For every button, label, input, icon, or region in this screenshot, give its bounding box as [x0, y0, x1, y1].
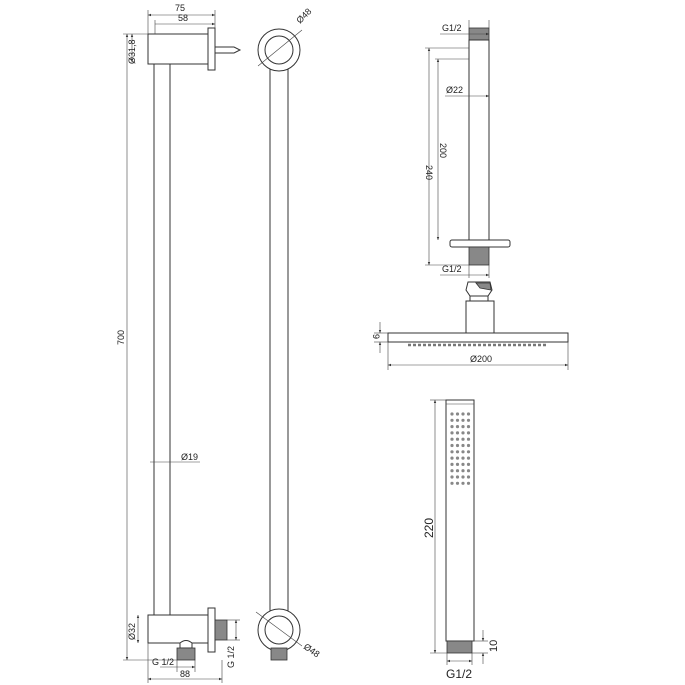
dim-side-top-diameter: Ø48 — [294, 6, 313, 25]
nozzle-dot — [450, 456, 454, 460]
shower-head: 9 Ø200 — [371, 281, 569, 370]
hand-shower: 220 10 G1/2 — [422, 399, 500, 681]
dim-side-bottom-diameter: Ø48 — [302, 641, 322, 659]
bottom-outlet-thread — [176, 647, 196, 661]
nozzle-dot — [455, 418, 460, 422]
nozzle-dot — [455, 425, 460, 429]
nozzle-dot — [466, 456, 471, 460]
nozzle-dot — [461, 431, 465, 435]
nozzle-dot — [455, 462, 460, 466]
dim-top-diameter: Ø31,8 — [127, 39, 137, 64]
nozzle-dot — [455, 456, 460, 460]
dim-700: 700 — [116, 330, 126, 345]
dim-hand-thread-length: 10 — [488, 640, 500, 652]
dim-88: 88 — [180, 669, 190, 679]
nozzle-dot — [450, 450, 454, 454]
nozzle-dot — [455, 450, 460, 454]
nozzle-dot — [461, 437, 465, 441]
nozzle-dot — [461, 412, 465, 416]
shower-arm: G1/2 240 200 Ø22 G1/2 — [424, 20, 511, 278]
dim-arm-top-thread: G1/2 — [442, 23, 462, 33]
top-bracket — [147, 33, 209, 65]
nozzle-dot — [450, 443, 454, 448]
nozzle-dot — [466, 481, 471, 485]
dim-bottom-diameter: Ø32 — [127, 623, 137, 640]
dim-arm-240: 240 — [424, 165, 434, 180]
dim-head-thickness: 9 — [371, 334, 381, 339]
nozzle-dot — [466, 475, 471, 479]
dim-58: 58 — [178, 13, 188, 23]
dim-tube-diameter: Ø19 — [181, 452, 198, 462]
nozzle-dot — [461, 418, 465, 422]
nozzle-dot — [455, 431, 460, 435]
nozzle-dot — [461, 481, 465, 485]
nozzle-dot — [455, 437, 460, 441]
nozzle-dot — [450, 412, 454, 416]
dim-side-outlet: G 1/2 — [226, 646, 236, 668]
nozzle-dot — [461, 450, 465, 454]
dim-arm-200: 200 — [438, 143, 448, 158]
dim-arm-diameter: Ø22 — [446, 85, 463, 95]
nozzle-dot — [450, 437, 454, 441]
nozzle-dot — [455, 475, 460, 479]
nozzle-dot — [461, 456, 465, 460]
nozzle-dot — [466, 425, 471, 429]
nozzle-dot — [466, 418, 471, 422]
dim-hand-thread: G1/2 — [446, 667, 472, 681]
top-flange — [207, 27, 216, 71]
nozzle-dot — [450, 481, 454, 485]
dim-head-diameter: Ø200 — [470, 354, 492, 364]
bottom-flange — [207, 607, 216, 653]
nozzle-dot — [455, 443, 460, 448]
nozzle-dot — [455, 412, 460, 416]
nozzle-dot — [461, 475, 465, 479]
nozzle-dot — [466, 431, 471, 435]
nozzle-dot — [461, 443, 465, 448]
nozzle-dot — [466, 443, 471, 448]
slide-rail-side-view: Ø48 Ø48 — [255, 6, 322, 661]
nozzle-dot — [466, 450, 471, 454]
nozzle-dot — [450, 469, 454, 473]
nozzle-dot — [450, 418, 454, 422]
nozzle-dot — [461, 425, 465, 429]
nozzle-dot — [466, 469, 471, 473]
side-outlet-thread — [214, 619, 228, 641]
dim-hand-length: 220 — [422, 518, 436, 538]
nozzle-dot — [455, 481, 460, 485]
nozzle-dot — [466, 437, 471, 441]
nozzle-dot — [450, 425, 454, 429]
dim-75: 75 — [175, 3, 185, 13]
nozzle-dot — [466, 462, 471, 466]
rail-dimensions: 75 58 700 Ø31,8 Ø19 Ø32 G 1/2 88 G 1/2 — [116, 3, 240, 683]
wall-pin — [214, 46, 242, 54]
nozzle-dot — [450, 431, 454, 435]
dim-bottom-outlet: G 1/2 — [152, 657, 174, 667]
slide-rail-front-view — [147, 27, 242, 661]
rail-tube — [153, 61, 171, 621]
nozzle-dot — [466, 412, 471, 416]
spray-nozzles — [450, 412, 471, 485]
nozzle-dot — [450, 462, 454, 466]
nozzle-dot — [455, 469, 460, 473]
nozzle-dot — [461, 462, 465, 466]
nozzle-dot — [461, 469, 465, 473]
dim-arm-bottom-thread: G1/2 — [442, 264, 462, 274]
nozzle-dot — [450, 475, 454, 479]
bottom-bracket — [147, 614, 209, 644]
